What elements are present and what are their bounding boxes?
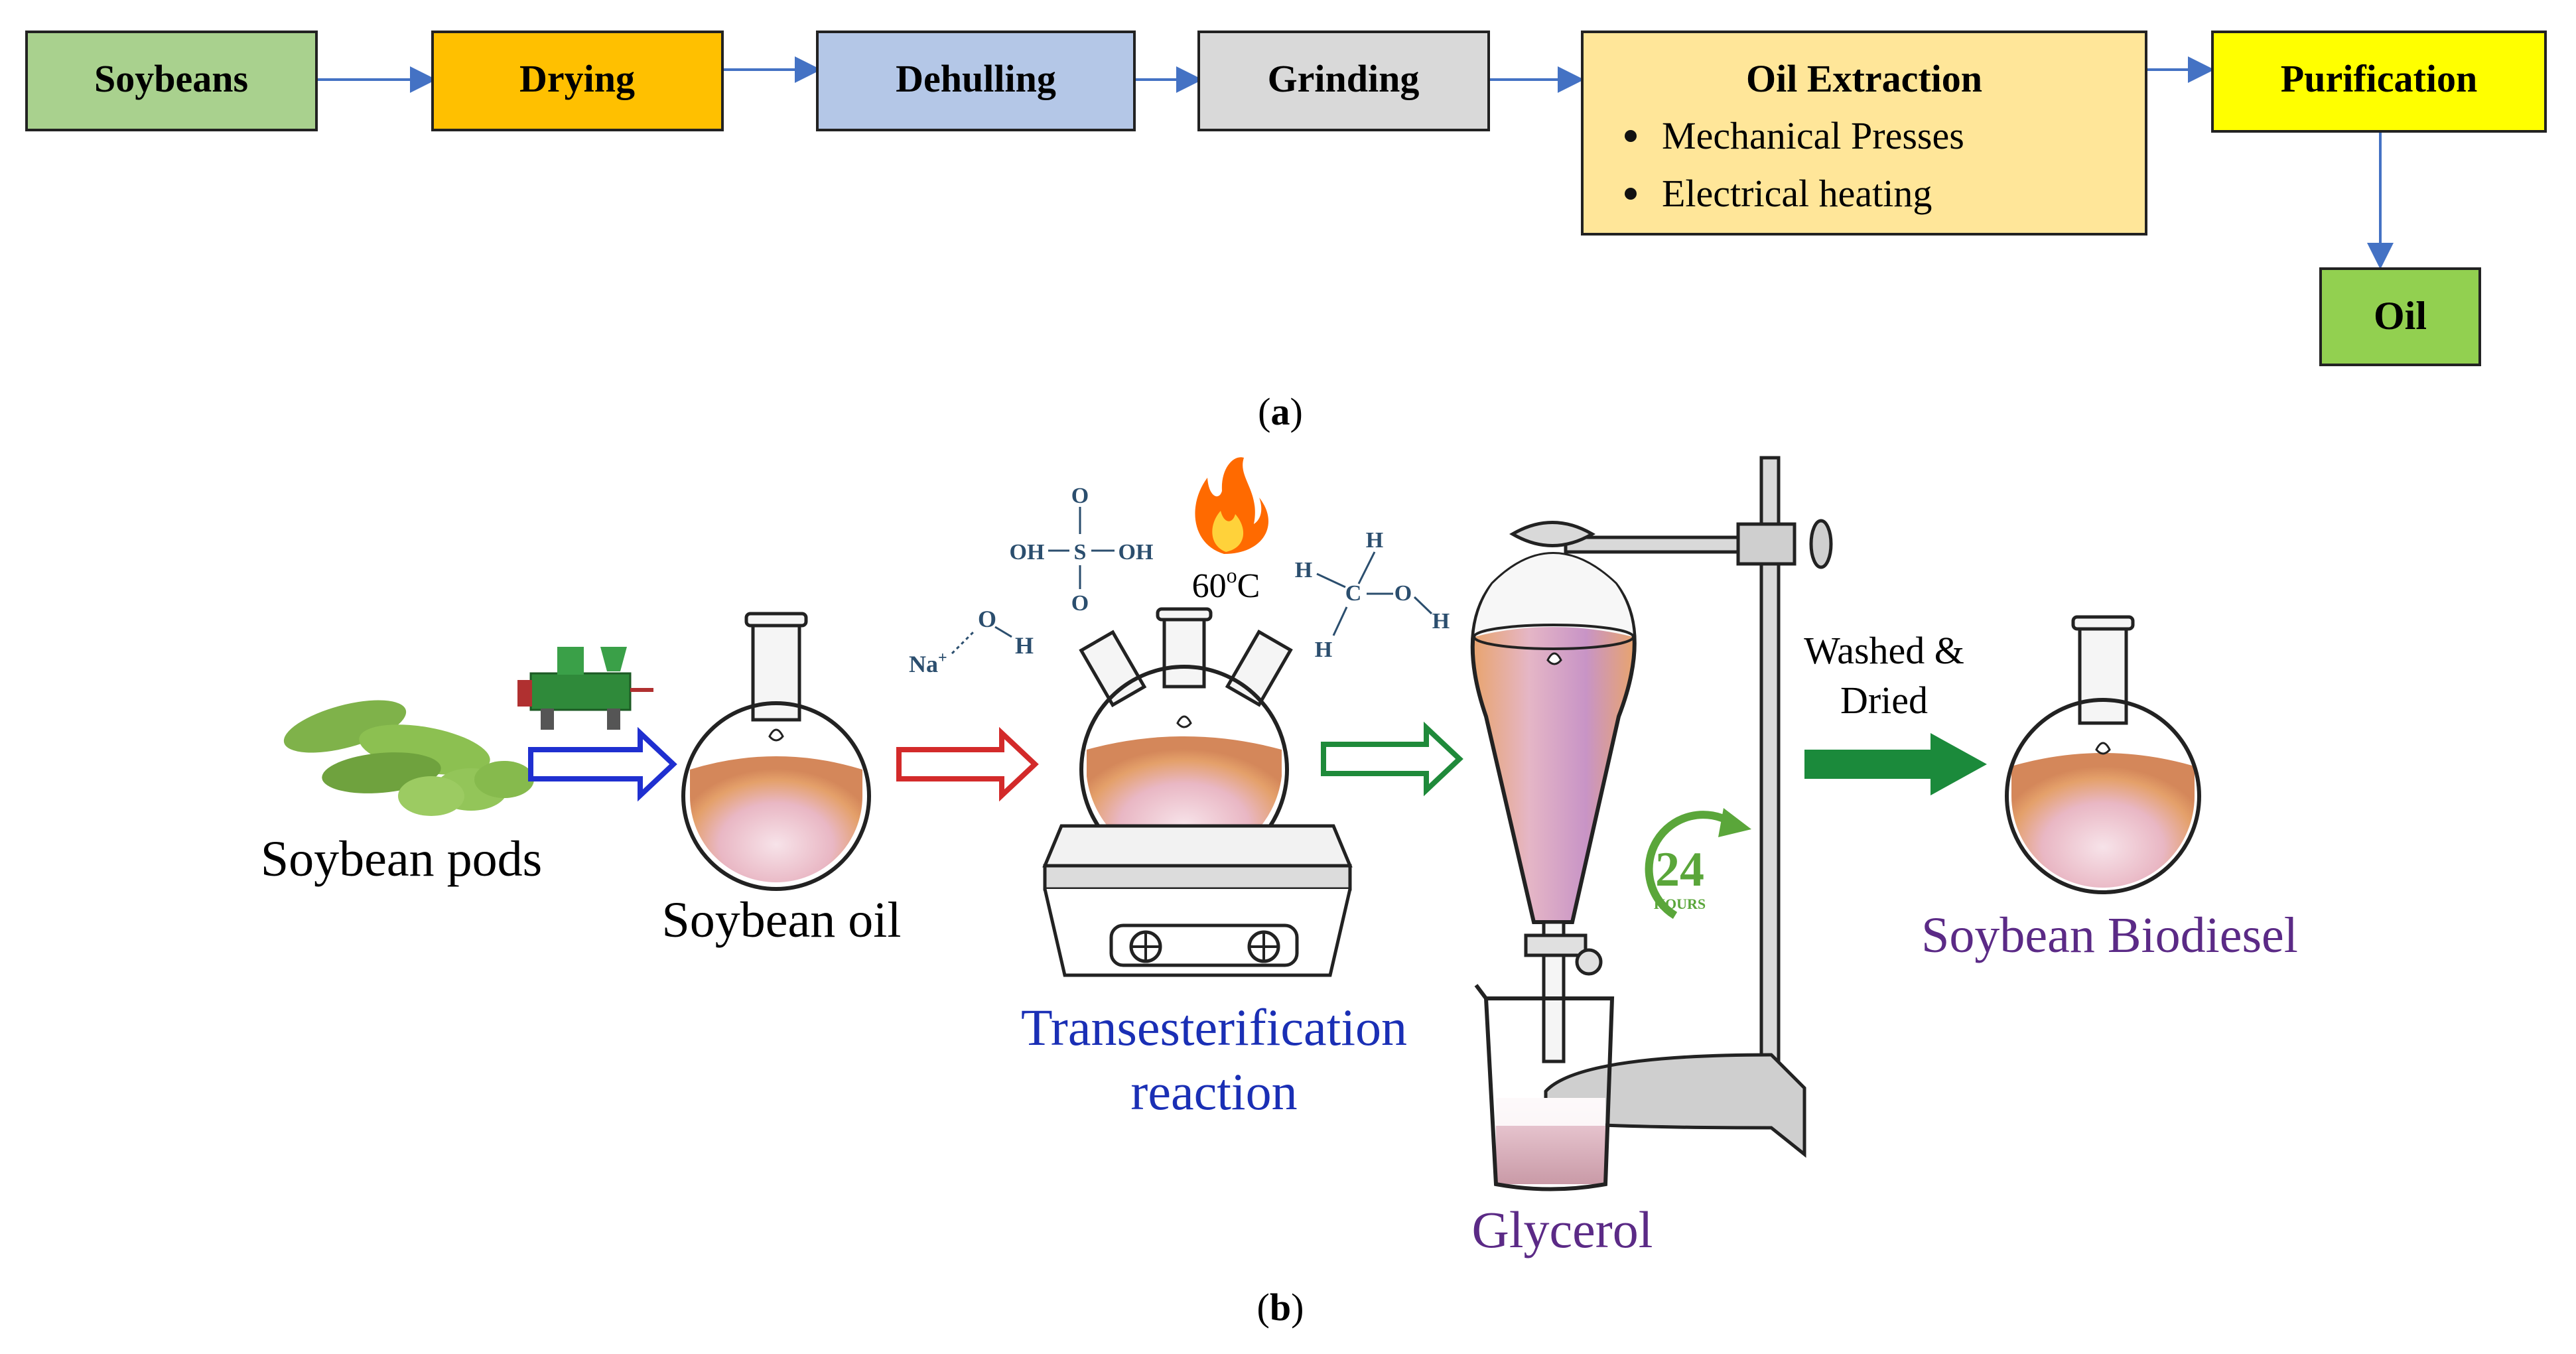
- h2so4-oh-left-label: OH: [1010, 540, 1045, 565]
- naoh-ionic-bond: [951, 629, 977, 655]
- soybean-oil-label: Soybean oil: [662, 892, 902, 948]
- drop-icon: [2095, 742, 2111, 755]
- soybean-biodiesel-label: Soybean Biodiesel: [1921, 908, 2298, 963]
- ring-stand: [1509, 456, 1833, 1158]
- step-drying-label: Drying: [519, 57, 635, 100]
- arrow-oil-to-reactor: [896, 726, 1039, 802]
- h2so4-s-label: S: [1074, 540, 1087, 565]
- panel-b-caption: (b): [1257, 1286, 1304, 1329]
- naoh-na-label: Na+: [909, 649, 947, 677]
- bullet-icon: [1625, 188, 1637, 200]
- schematic-panel-b: Soybean pods Soybean oil Na+ O: [261, 456, 2298, 1329]
- step-oil-label: Oil: [2374, 294, 2427, 338]
- biodiesel-flask: [2005, 615, 2201, 894]
- arrow-washed-dried: [1804, 733, 1987, 795]
- soybean-pods-illustration: [283, 700, 534, 816]
- washed-label-line1: Washed &: [1804, 629, 1964, 672]
- soybean-oil-flask: [681, 612, 871, 891]
- drop-icon: [1546, 652, 1562, 665]
- oil-press-icon: [517, 647, 653, 730]
- step-soybeans: Soybeans: [25, 31, 318, 131]
- naoh-o-label: O: [978, 606, 996, 632]
- h2so4-oh-right-label: OH: [1119, 540, 1154, 565]
- step-dehulling: Dehulling: [816, 31, 1136, 131]
- soybean-pods-label: Soybean pods: [261, 831, 542, 887]
- h2so4-o-top-label: O: [1071, 484, 1089, 508]
- transesterification-label-line2: reaction: [1130, 1063, 1297, 1120]
- panel-a-caption: (a): [1258, 390, 1303, 433]
- flowchart-panel-a: Soybeans Drying Dehulling Grinding Oil E…: [25, 31, 2547, 433]
- naoh-structure: Na+ O H: [909, 606, 1034, 677]
- bullet-electrical-heating: Electrical heating: [1662, 172, 1932, 215]
- naoh-h-label: H: [1015, 632, 1034, 659]
- step-drying: Drying: [431, 31, 724, 131]
- step-oil-extraction: Oil Extraction Mechanical Presses Electr…: [1581, 31, 2147, 236]
- step-purification-label: Purification: [2281, 57, 2477, 100]
- glycerol-label: Glycerol: [1472, 1201, 1653, 1258]
- methanol-structure: H H C O H H: [1295, 528, 1450, 662]
- step-soybeans-label: Soybeans: [94, 57, 248, 100]
- sulfuric-acid-structure: O OH S OH O: [1010, 484, 1154, 616]
- step-grinding: Grinding: [1197, 31, 1490, 131]
- transesterification-label-line1: Transesterification: [1021, 998, 1407, 1056]
- step-oil: Oil: [2319, 267, 2481, 366]
- hot-plate: [1042, 824, 1353, 977]
- methanol-h-left-label: H: [1295, 558, 1312, 582]
- drop-icon: [1176, 715, 1192, 728]
- temperature-label: 60oC: [1192, 563, 1260, 605]
- arrow-reactor-to-funnel: [1321, 721, 1463, 797]
- hours-label: HOURS: [1654, 896, 1706, 912]
- bullet-mechanical-presses: Mechanical Presses: [1662, 114, 1964, 157]
- step-grinding-label: Grinding: [1268, 57, 1420, 100]
- flame-icon: [1195, 457, 1269, 554]
- 24-hours-icon: 24 HOURS: [1645, 808, 1751, 919]
- h2so4-o-bottom-label: O: [1071, 591, 1089, 616]
- bullet-icon: [1625, 130, 1637, 142]
- methanol-h-bottom-label: H: [1315, 638, 1332, 662]
- methanol-h-right-label: H: [1432, 609, 1450, 634]
- stopcock-icon: [1575, 948, 1603, 976]
- methanol-h-top-label: H: [1366, 528, 1383, 553]
- step-oil-extraction-label: Oil Extraction: [1746, 57, 1982, 100]
- methanol-c-label: C: [1345, 581, 1362, 606]
- hours-number: 24: [1655, 843, 1704, 897]
- glycerol-beaker: [1474, 984, 1615, 1191]
- washed-label-line2: Dried: [1840, 679, 1928, 722]
- step-purification: Purification: [2211, 31, 2547, 133]
- separatory-funnel: [1470, 552, 1637, 1063]
- methanol-o-label: O: [1394, 581, 1412, 606]
- drop-icon: [768, 728, 784, 742]
- arrow-press-to-oil: [528, 726, 677, 802]
- step-dehulling-label: Dehulling: [896, 57, 1056, 100]
